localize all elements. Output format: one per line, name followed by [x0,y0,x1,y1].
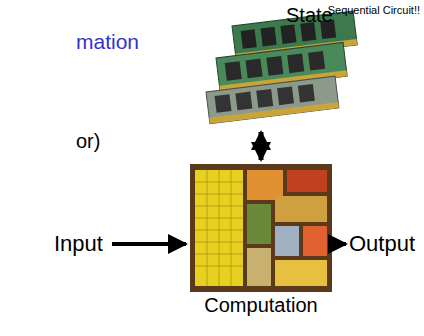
memory-module-part [277,86,294,105]
node-label: State [286,4,333,27]
memory-module-part [225,61,242,81]
slide-title-fragment: mation [76,30,139,54]
memory-module [206,76,339,124]
memory-module-part [256,89,273,108]
input-label: Input [54,231,103,257]
processor-computation: Computation [188,162,334,318]
memory-module-part [266,56,283,76]
processor-die-part [190,164,332,292]
processor-die-part [195,170,243,286]
memory-module-part [241,29,257,49]
processor-die [190,164,332,292]
memory-module-part [206,76,339,124]
bullet-fragment: or) [76,130,100,153]
node-label: Computation [204,294,317,317]
memory-modules [206,11,357,124]
processor-die-part [275,260,327,286]
memory-module-part [235,92,252,111]
input-arrow [112,242,186,246]
processor-die-part [275,226,299,256]
processor-die-part [247,170,283,200]
output-label: Output [349,231,415,257]
processor-die-part [303,226,327,256]
state-computation-arrow [259,132,264,160]
memory-module-part [246,59,263,79]
slide-note: Sequential Circuit!! [328,4,420,16]
memory-module-part [261,27,277,47]
memory-state: State [200,4,350,130]
processor-die-part [287,170,327,192]
memory-module-part [287,53,304,73]
memory-module-part [298,84,315,103]
memory-module-part [308,51,325,71]
processor-die-part [247,204,271,244]
processor-die-part [195,170,243,286]
memory-module-part [215,94,232,113]
memory-module-part [280,24,296,44]
processor-die-part [247,248,271,286]
processor-die-part [275,196,327,222]
output-arrow [334,242,346,246]
